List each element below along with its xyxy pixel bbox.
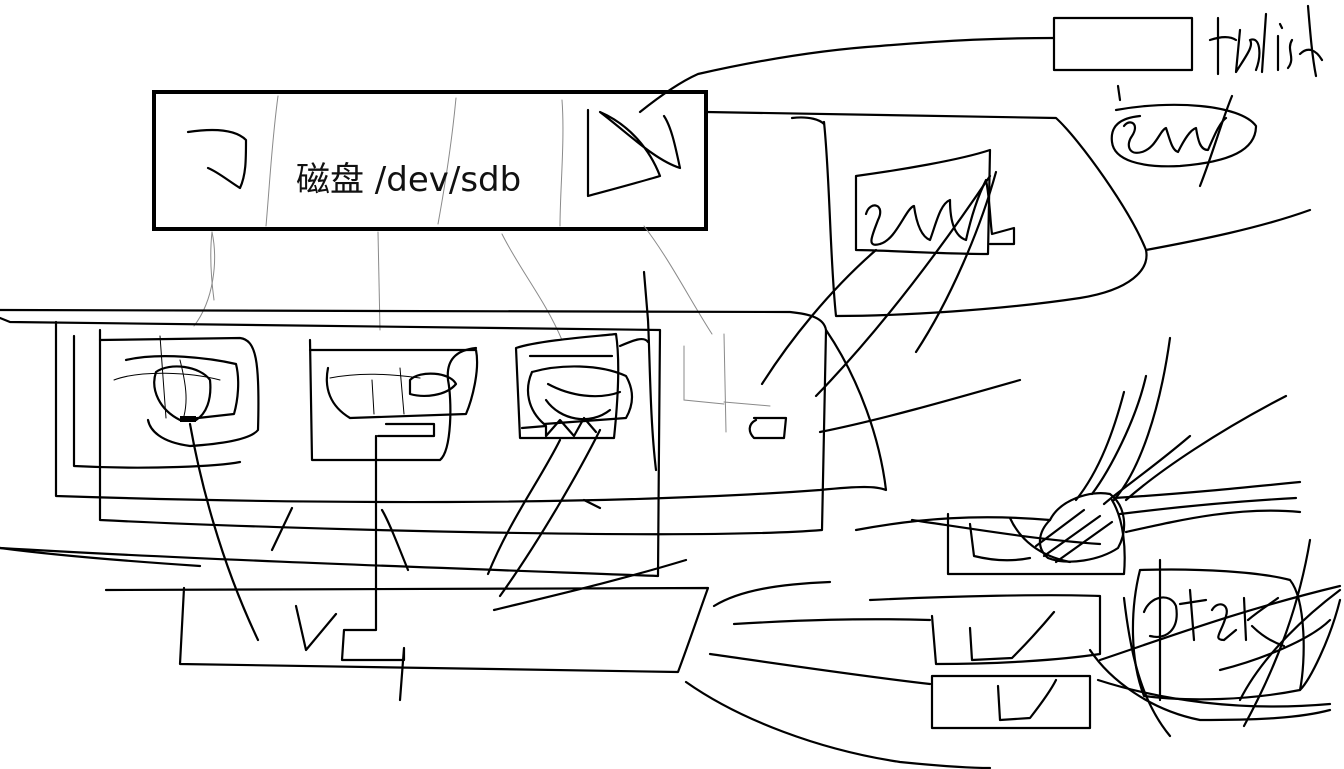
disk-box bbox=[152, 90, 708, 231]
partition-frames bbox=[0, 308, 888, 578]
partition-1 bbox=[98, 335, 260, 642]
partition-4 bbox=[683, 333, 788, 440]
vg-block bbox=[638, 36, 1312, 398]
misc-lines bbox=[0, 270, 1342, 702]
connector-lines bbox=[193, 225, 713, 341]
partition-3 bbox=[486, 332, 650, 598]
partition-2 bbox=[308, 338, 479, 702]
disk-label: 磁盘 /dev/sdb bbox=[296, 160, 522, 200]
lv-area bbox=[684, 336, 1342, 769]
vg-region bbox=[104, 506, 710, 674]
filesystem-box bbox=[1052, 4, 1324, 188]
